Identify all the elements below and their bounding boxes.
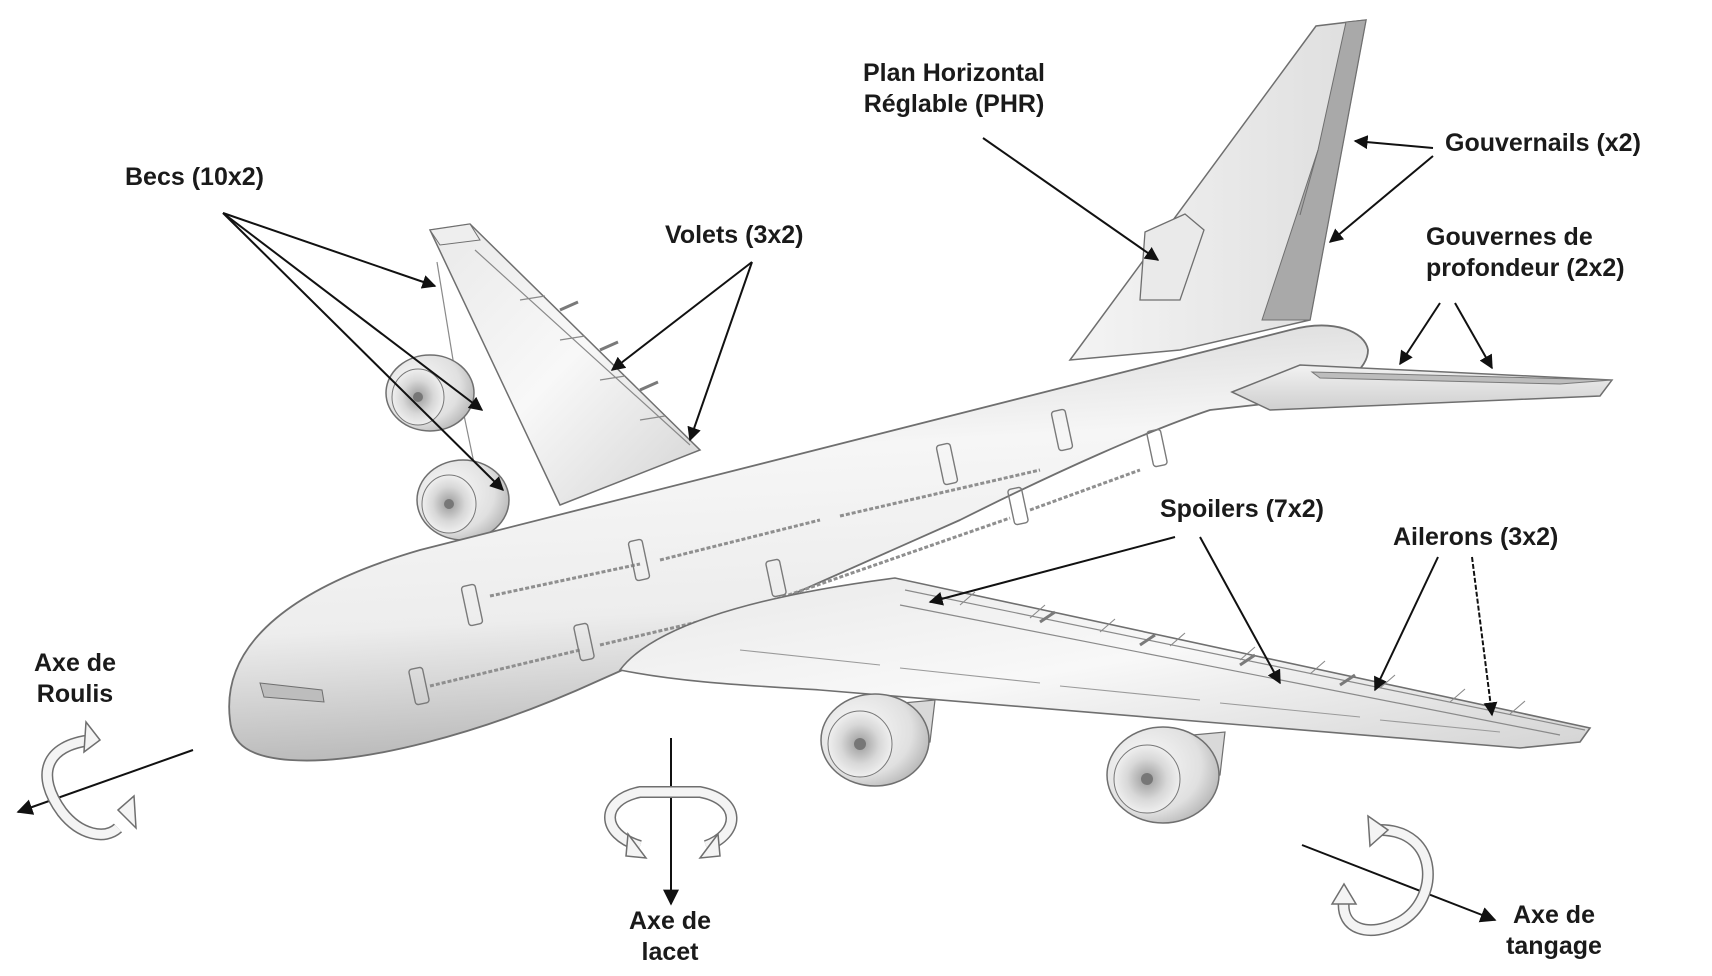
left-inner-engine (416, 459, 510, 541)
label-roulis-line1: Axe de (34, 649, 116, 677)
right-outer-engine (1106, 726, 1226, 824)
label-volets: Volets (3x2) (665, 221, 804, 249)
yaw-rotation-arrow (604, 786, 738, 859)
becs-arrow-3 (222, 212, 504, 491)
label-lacet-line1: Axe de (629, 907, 711, 935)
left-wing (428, 223, 702, 506)
roll-rotation-arrow (41, 719, 137, 841)
callout-arrows (222, 135, 1498, 717)
horizontal-stabilizer (1230, 364, 1614, 411)
label-tangage-line2: tangage (1506, 932, 1602, 960)
ailerons-arrow-1 (1374, 556, 1439, 692)
gouvernails-arrow-2 (1328, 155, 1434, 243)
label-gouvernes: Gouvernes de profondeur (2x2) (1426, 222, 1625, 284)
label-lacet-line2: lacet (641, 938, 699, 966)
becs-arrow-2 (222, 212, 484, 411)
label-phr-line2: Réglable (PHR) (863, 90, 1045, 118)
pitch-rotation-arrow (1330, 814, 1434, 936)
phr-arrow (982, 137, 1160, 261)
label-phr-line1: Plan Horizontal (863, 59, 1045, 87)
ailerons-arrow-2 (1471, 556, 1498, 717)
right-inner-engine (820, 693, 936, 787)
gouvernails-arrow-1 (1353, 135, 1434, 150)
label-tangage: Axe de tangage (1498, 900, 1610, 962)
becs-arrow-1 (222, 212, 437, 289)
spoilers-arrow-2 (1199, 536, 1281, 685)
roll-axis-arrow (16, 749, 194, 815)
label-spoilers: Spoilers (7x2) (1160, 495, 1324, 523)
label-becs: Becs (10x2) (125, 163, 264, 191)
label-lacet: Axe de lacet (620, 906, 720, 968)
right-wing (618, 577, 1592, 749)
fuselage (228, 324, 1369, 762)
label-roulis-line2: Roulis (36, 680, 114, 708)
label-ailerons: Ailerons (3x2) (1393, 523, 1559, 551)
label-gouvernails: Gouvernails (x2) (1445, 129, 1641, 157)
left-outer-engine (385, 354, 475, 432)
gouvernes-arrow-2 (1454, 302, 1493, 370)
label-gouvernes-line1: Gouvernes de (1426, 223, 1593, 251)
vertical-fin (1068, 19, 1367, 361)
label-gouvernes-line2: profondeur (2x2) (1426, 254, 1625, 282)
spoilers-arrow-1 (928, 536, 1176, 606)
gouvernes-arrow-1 (1399, 302, 1441, 366)
volets-arrow-1 (610, 261, 753, 371)
label-roulis: Axe de Roulis (30, 648, 120, 710)
axes (16, 719, 1497, 936)
volets-arrow-2 (687, 261, 753, 442)
label-tangage-line1: Axe de (1513, 901, 1595, 929)
label-phr: Plan Horizontal Réglable (PHR) (863, 58, 1045, 120)
pitch-axis-arrow (1301, 844, 1497, 923)
